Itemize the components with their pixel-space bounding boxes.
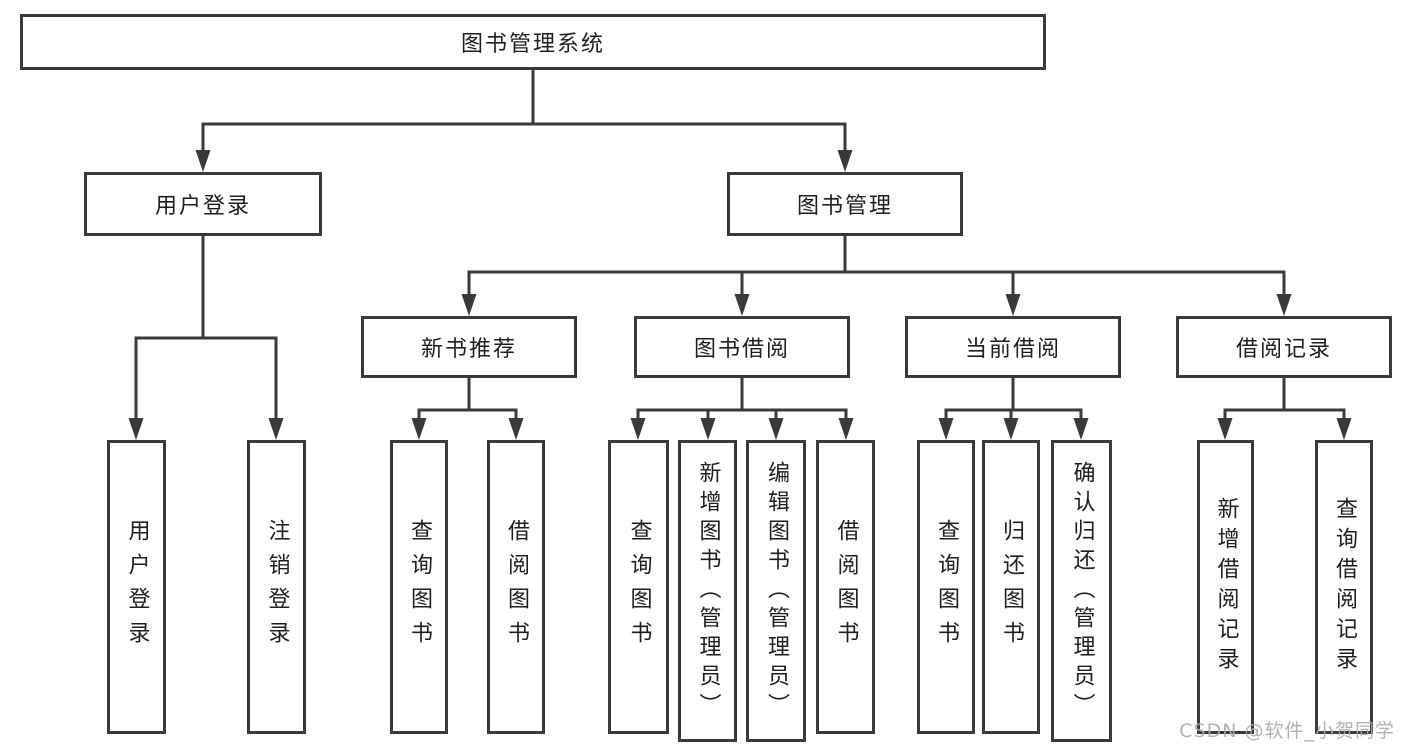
leaf-label: 查询图书 <box>626 519 652 655</box>
arrow-icon <box>1217 418 1233 440</box>
arrow-icon <box>630 418 646 440</box>
arrow-icon <box>508 418 524 440</box>
leaf-query-books: 查询图书 <box>390 440 448 734</box>
leaf-query-books: 查询图书 <box>917 440 975 734</box>
arrow-icon <box>700 418 716 440</box>
leaf-label: 注销登录 <box>264 519 290 655</box>
leaf-query-books: 查询图书 <box>608 440 669 734</box>
leaf-label: 查询借阅记录 <box>1332 497 1357 677</box>
leaf-add-books-admin: 新增图书（管理员） <box>678 440 737 742</box>
leaf-label: 新增图书（管理员） <box>695 460 721 722</box>
leaf-label: 查询图书 <box>934 519 959 655</box>
leaf-confirm-return-admin: 确认归还（管理员） <box>1051 440 1112 742</box>
leaf-label: 借阅图书 <box>504 519 529 655</box>
node-library-management-system: 图书管理系统 <box>20 14 1046 70</box>
leaf-label: 编辑图书（管理员） <box>764 460 789 722</box>
arrow-icon <box>837 150 853 172</box>
node-label: 新书推荐 <box>420 337 517 362</box>
node-borrow-records: 借阅记录 <box>1176 316 1392 378</box>
node-label: 图书借阅 <box>693 337 790 362</box>
leaf-label: 确认归还（管理员） <box>1069 460 1095 722</box>
node-book-management: 图书管理 <box>727 172 963 236</box>
arrow-icon <box>411 418 427 440</box>
arrow-icon <box>461 294 477 316</box>
leaf-label: 借阅图书 <box>833 519 859 655</box>
arrow-icon <box>195 150 211 172</box>
leaf-query-borrow-record: 查询借阅记录 <box>1315 440 1373 734</box>
arrow-icon <box>1073 418 1089 440</box>
leaf-edit-books-admin: 编辑图书（管理员） <box>746 440 806 742</box>
arrow-icon <box>1276 294 1292 316</box>
leaf-label: 查询图书 <box>407 519 432 655</box>
leaf-return-books: 归还图书 <box>982 440 1040 734</box>
arrow-icon <box>938 418 954 440</box>
node-user-login: 用户登录 <box>84 172 322 236</box>
node-label: 当前借阅 <box>964 337 1061 362</box>
node-label: 图书管理 <box>796 194 893 219</box>
node-label: 图书管理系统 <box>460 32 605 57</box>
node-label: 借阅记录 <box>1235 337 1332 362</box>
arrow-icon <box>128 418 144 440</box>
leaf-label: 新增借阅记录 <box>1213 497 1239 677</box>
arrow-icon <box>1003 418 1019 440</box>
leaf-add-borrow-record: 新增借阅记录 <box>1197 440 1254 734</box>
csdn-watermark: CSDN @软件_小贺同学 <box>1179 720 1395 742</box>
leaf-label: 用户登录 <box>124 519 150 655</box>
arrow-icon <box>768 418 784 440</box>
arrow-icon <box>734 294 750 316</box>
node-book-borrow: 图书借阅 <box>634 316 850 378</box>
arrow-icon <box>1005 294 1021 316</box>
node-current-borrow: 当前借阅 <box>905 316 1121 378</box>
leaf-logout: 注销登录 <box>247 440 306 734</box>
arrow-icon <box>1336 418 1352 440</box>
leaf-label: 归还图书 <box>999 519 1024 655</box>
arrow-icon <box>838 418 854 440</box>
arrow-icon <box>268 418 284 440</box>
leaf-user-login: 用户登录 <box>107 440 166 734</box>
leaf-borrow-books: 借阅图书 <box>487 440 545 734</box>
leaf-borrow-books: 借阅图书 <box>816 440 875 734</box>
node-label: 用户登录 <box>154 194 251 219</box>
node-new-book-recommend: 新书推荐 <box>361 316 577 378</box>
